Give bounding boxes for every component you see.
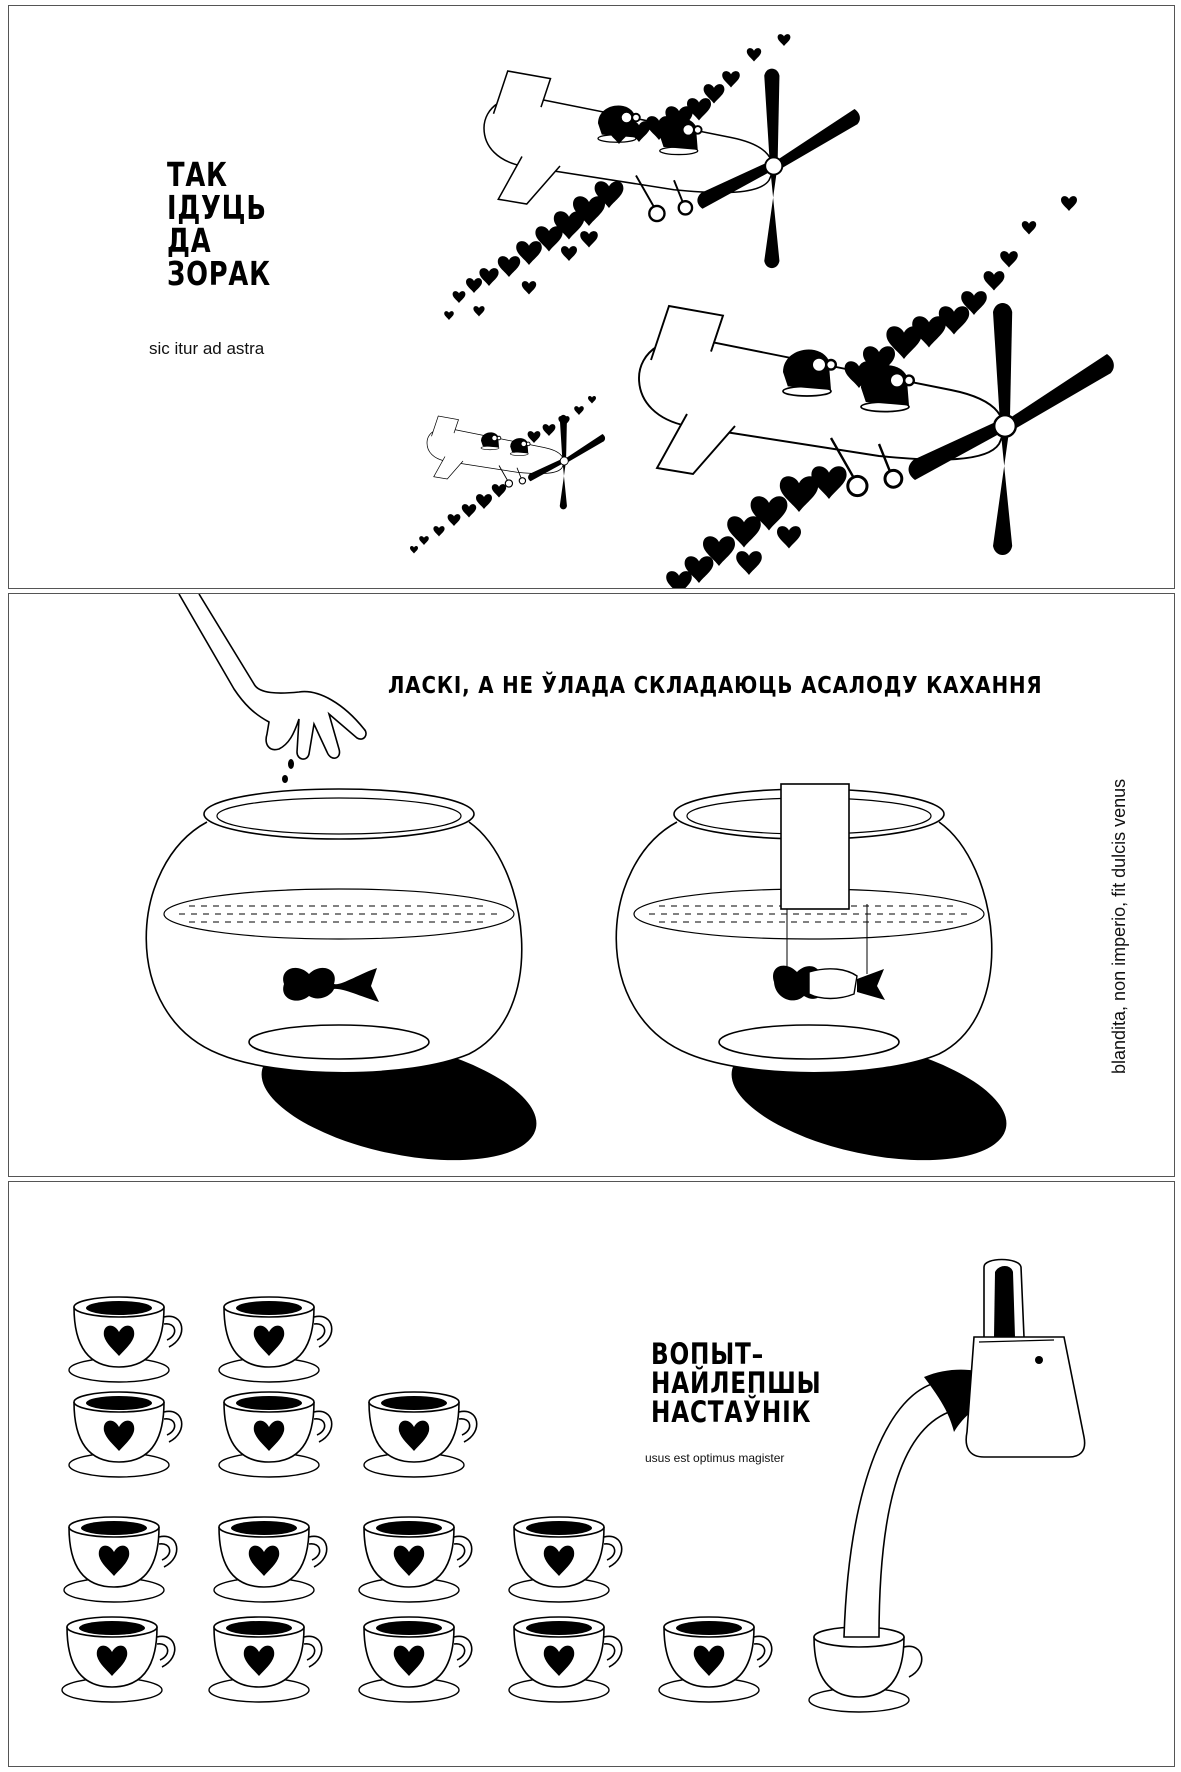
title-line: ЗОРАК bbox=[167, 254, 271, 293]
title-line: ВОПЫТ– bbox=[651, 1337, 765, 1371]
panel-airplanes: ТАК ІДУЦЬ ДА ЗОРАК sic itur ad astra bbox=[8, 5, 1175, 589]
airplanes-illustration bbox=[410, 34, 1116, 588]
panel-3-title: ВОПЫТ– НАЙЛЕПШЫ НАСТАЎНІК bbox=[651, 1340, 821, 1427]
panel-1-latin-caption: sic itur ad astra bbox=[149, 339, 265, 358]
title-line: ТАК bbox=[167, 155, 228, 194]
panel-1-title: ТАК ІДУЦЬ ДА ЗОРАК bbox=[167, 158, 271, 290]
panel-2-title: ЛАСКІ, А НЕ ЎЛАДА СКЛАДАЮЦЬ АСАЛОДУ КАХА… bbox=[388, 673, 1043, 699]
panel-3-latin-caption: usus est optimus magister bbox=[645, 1451, 785, 1465]
teacups-illustration bbox=[61, 1258, 1086, 1713]
title-line: ІДУЦЬ bbox=[167, 188, 267, 227]
title-line: ДА bbox=[167, 221, 212, 260]
title-line: НАЙЛЕПШЫ bbox=[651, 1366, 822, 1400]
fishbowls-illustration bbox=[145, 594, 1007, 1161]
title-line: НАСТАЎНІК bbox=[651, 1395, 812, 1429]
panel-teacups: ВОПЫТ– НАЙЛЕПШЫ НАСТАЎНІК usus est optim… bbox=[8, 1181, 1175, 1767]
panel-fishbowls: ЛАСКІ, А НЕ ЎЛАДА СКЛАДАЮЦЬ АСАЛОДУ КАХА… bbox=[8, 593, 1175, 1177]
